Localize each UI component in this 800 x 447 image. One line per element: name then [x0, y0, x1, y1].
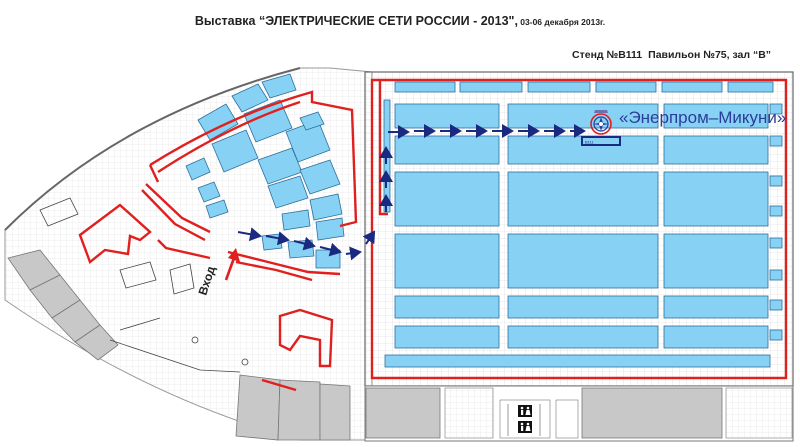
service-rooms	[7, 249, 351, 441]
title-main: Выставка “ЭЛЕКТРИЧЕСКИЕ СЕТИ РОССИИ - 20…	[194, 14, 518, 28]
pavilion-hall: Павильон №75, зал “В”	[648, 49, 772, 61]
bottom-service-block	[364, 385, 794, 442]
stand-b111-label: В111	[585, 140, 595, 145]
entrance-arrow-icon	[224, 248, 240, 281]
left-structures	[39, 197, 249, 373]
route-arrows	[237, 124, 586, 261]
map-title: Выставка “ЭЛЕКТРИЧЕСКИЕ СЕТИ РОССИИ - 20…	[0, 14, 800, 28]
left-red-walls	[78, 90, 358, 392]
enerprom-logo-icon	[586, 107, 616, 137]
exhibitor-name: «Энерпром–Микуни»	[619, 108, 787, 127]
restroom-icon	[518, 405, 532, 433]
stand-b111[interactable]	[581, 136, 621, 146]
stand-number: Стенд №В111	[572, 49, 643, 61]
left-booths	[185, 73, 345, 269]
stand-info: Стенд №В111 Павильон №75, зал “В”	[572, 49, 777, 61]
title-dates: 03-06 декабря 2013г.	[517, 17, 606, 27]
main-booths	[383, 81, 783, 368]
